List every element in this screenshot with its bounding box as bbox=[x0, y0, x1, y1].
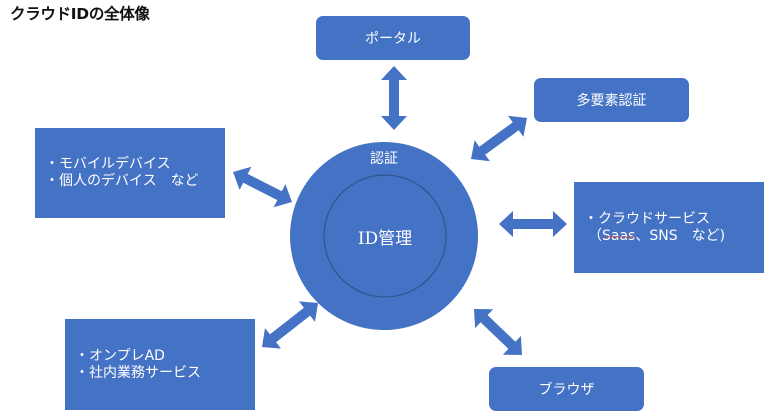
portal-node: ポータル bbox=[316, 16, 470, 60]
auth-label: 認証 bbox=[370, 151, 398, 167]
devices-node: ・モバイルデバイス ・個人のデバイス など bbox=[35, 128, 225, 218]
id-management-inner-circle bbox=[323, 174, 447, 298]
id-management-label: ID管理 bbox=[357, 229, 413, 249]
double-arrow-devices bbox=[233, 166, 292, 208]
onprem-line-2: ・社内業務サービス bbox=[75, 364, 201, 381]
double-arrow-browser bbox=[474, 309, 522, 355]
double-arrow-onprem bbox=[262, 301, 318, 349]
browser-node: ブラウザ bbox=[489, 367, 644, 411]
auth-outer-circle bbox=[290, 142, 478, 330]
double-arrow-portal bbox=[381, 66, 407, 130]
diagram-title: クラウドIDの全体像 bbox=[10, 5, 150, 23]
portal-label: ポータル bbox=[365, 31, 421, 47]
mfa-node: 多要素認証 bbox=[534, 78, 689, 122]
mfa-label: 多要素認証 bbox=[576, 93, 647, 109]
cloud-services-line-1: ・クラウドサービス bbox=[584, 210, 710, 227]
devices-line-2: ・個人のデバイス など bbox=[45, 173, 199, 189]
spellcheck-underline bbox=[605, 236, 635, 239]
browser-label: ブラウザ bbox=[538, 382, 595, 398]
onprem-node: ・オンプレAD ・社内業務サービス bbox=[65, 319, 255, 410]
cloud-services-line-2: （Saas、SNS など) bbox=[588, 227, 726, 244]
onprem-line-1: ・オンプレAD bbox=[75, 347, 165, 364]
double-arrow-cloud-services bbox=[499, 211, 567, 237]
double-arrow-mfa bbox=[471, 115, 527, 162]
devices-line-1: ・モバイルデバイス bbox=[45, 156, 171, 172]
cloud-services-node: ・クラウドサービス （Saas、SNS など) bbox=[574, 182, 764, 273]
